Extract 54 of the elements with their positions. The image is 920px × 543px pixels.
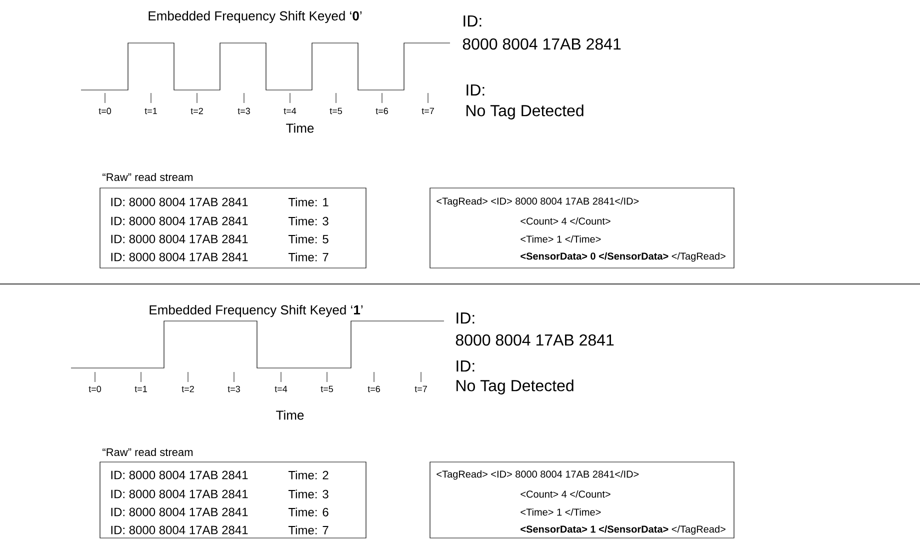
record-line: <Count> 4 </Count> — [520, 217, 610, 225]
plot-title: Embedded Frequency Shift Keyed ‘0’ — [148, 10, 362, 24]
record-line: <Count> 4 </Count> — [520, 490, 610, 498]
axis-label: Time — [286, 123, 314, 133]
plot-title: Embedded Frequency Shift Keyed ‘1’ — [150, 304, 363, 318]
id-entry: ID: 8000 8004 17AB 2841 — [111, 234, 248, 244]
record-line: <SensorData> 1 </SensorData> </TagRead> — [520, 525, 726, 535]
tick-label: t=7 — [422, 108, 434, 114]
time-entry: Time: 6 — [288, 508, 328, 516]
box-heading: “Raw” read stream — [102, 172, 193, 182]
tick-label: t=6 — [368, 386, 380, 392]
tick-label: t=2 — [190, 108, 203, 114]
id-label: ID: — [456, 312, 474, 324]
id-label: ID: — [456, 360, 474, 372]
time-entry: Time: 7 — [288, 252, 328, 262]
tick-label: t=1 — [134, 386, 147, 392]
tick-label: t=0 — [98, 108, 112, 114]
time-entry: Time: 7 — [288, 526, 328, 534]
record-line: <Time> 1 </Time> — [520, 235, 601, 243]
record-line: <TagRead> <ID> 8000 8004 17AB 2841</ID> — [436, 197, 639, 207]
record-line: <TagRead> <ID> 8000 8004 17AB 2841</ID> — [436, 470, 639, 480]
axis-label: Time — [276, 410, 304, 420]
id-entry: ID: 8000 8004 17AB 2841 — [111, 490, 248, 498]
id-value: 8000 8004 17AB 2841 — [456, 334, 614, 346]
tick-label: t=4 — [274, 386, 288, 392]
id-entry: ID: 8000 8004 17AB 2841 — [111, 470, 248, 480]
record-line: <SensorData> 0 </SensorData> </TagRead> — [520, 252, 726, 262]
tick-label: t=5 — [330, 108, 342, 114]
time-entry: Time: 1 — [288, 198, 328, 206]
tick-label: t=4 — [284, 108, 296, 114]
id-label: ID: — [464, 16, 482, 26]
id-entry: ID: 8000 8004 17AB 2841 — [111, 198, 248, 206]
time-entry: Time: 3 — [288, 216, 328, 226]
time-entry: Time: 5 — [288, 234, 328, 244]
tick-label: t=5 — [320, 386, 333, 392]
tick-label: t=6 — [376, 108, 388, 114]
id-entry: ID: 8000 8004 17AB 2841 — [111, 216, 248, 226]
time-entry: Time: 2 — [288, 470, 328, 480]
tick-label: t=7 — [414, 386, 427, 392]
tick-label: t=0 — [88, 386, 102, 392]
id-value: 8000 8004 17AB 2841 — [462, 38, 621, 50]
id-entry: ID: 8000 8004 17AB 2841 — [111, 526, 248, 534]
id-entry: ID: 8000 8004 17AB 2841 — [111, 252, 248, 262]
status-text: No Tag Detected — [466, 104, 584, 120]
record-line: <Time> 1 </Time> — [520, 508, 601, 516]
tick-label: t=3 — [228, 386, 240, 392]
status-text: No Tag Detected — [456, 380, 574, 394]
id-label: ID: — [466, 84, 484, 96]
time-entry: Time: 3 — [288, 490, 328, 498]
tick-label: t=3 — [238, 108, 250, 114]
tick-label: t=1 — [144, 108, 157, 114]
box-heading: “Raw” read stream — [102, 448, 193, 456]
tick-label: t=2 — [182, 386, 194, 392]
id-entry: ID: 8000 8004 17AB 2841 — [111, 508, 248, 516]
